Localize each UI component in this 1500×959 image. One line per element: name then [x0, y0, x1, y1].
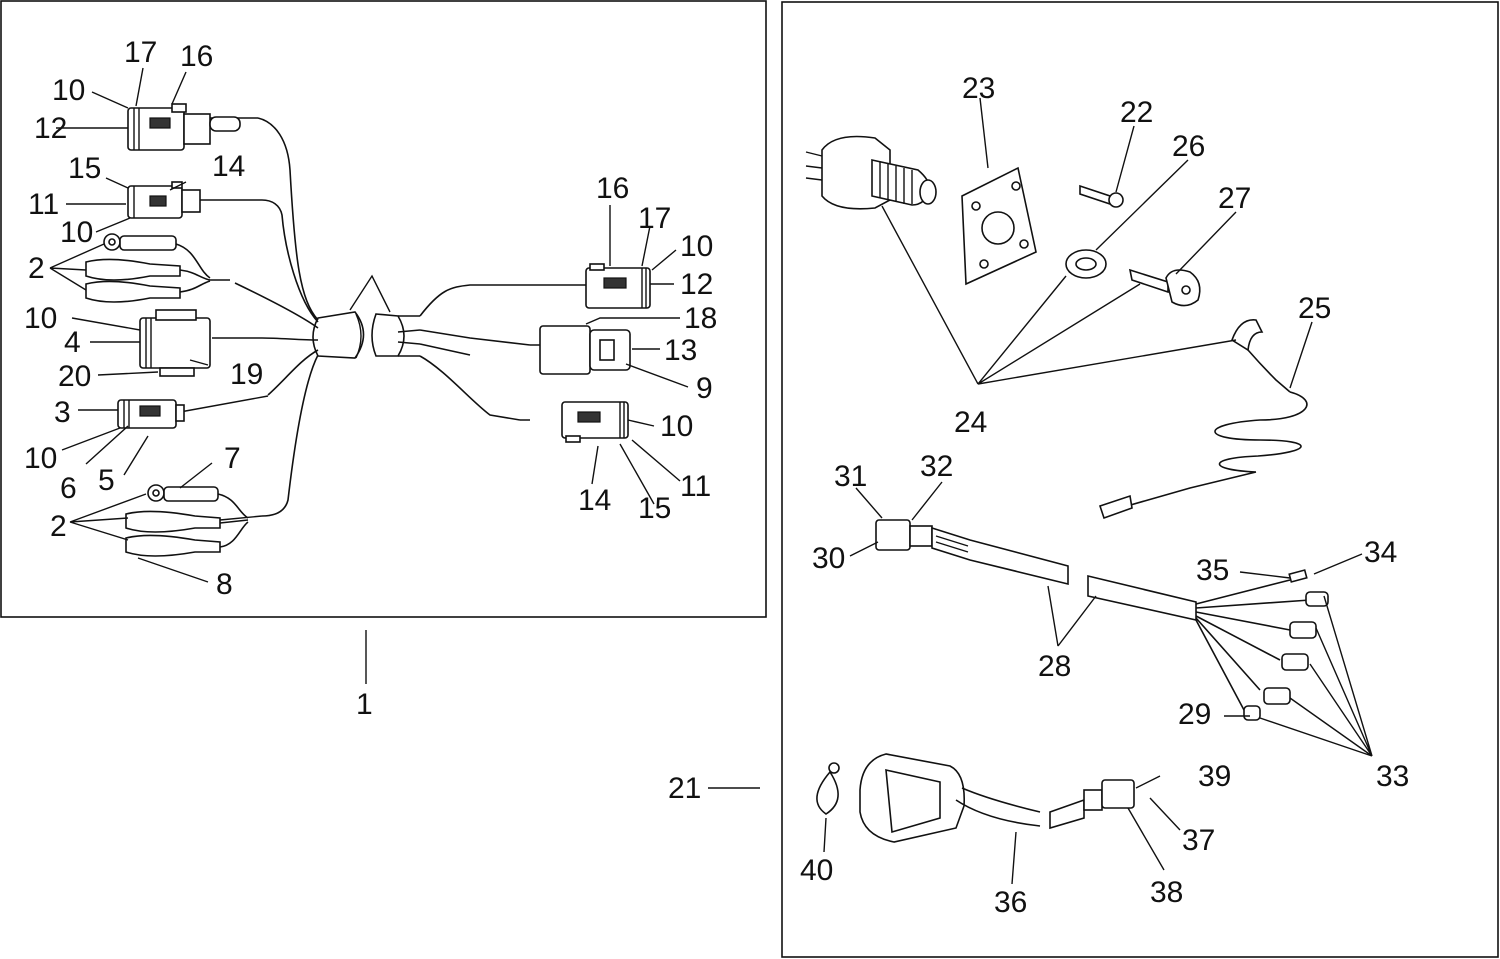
callout-24: 24	[954, 406, 987, 439]
callout-6: 6	[60, 472, 77, 505]
callout-16: 16	[596, 172, 629, 205]
callout-14: 14	[578, 484, 611, 517]
callout-38: 38	[1150, 876, 1183, 909]
terminals-2-lower	[125, 484, 249, 557]
callout-5: 5	[98, 464, 115, 497]
callout-14: 14	[212, 150, 245, 183]
controls-panel-frame	[781, 1, 1499, 958]
callout-10: 10	[680, 230, 713, 263]
key	[1128, 268, 1201, 307]
callout-34: 34	[1364, 536, 1397, 569]
callout-21: 21	[668, 772, 701, 805]
ignition-switch	[805, 135, 937, 210]
safety-lanyard	[1098, 319, 1308, 520]
callout-12: 12	[680, 268, 713, 301]
callout-15: 15	[638, 492, 671, 525]
callout-16: 16	[180, 40, 213, 73]
callout-31: 31	[834, 460, 867, 493]
connector-16-17	[127, 103, 241, 151]
callout-19: 19	[230, 358, 263, 391]
connector-13	[539, 325, 631, 375]
callout-10: 10	[60, 216, 93, 249]
callout-30: 30	[812, 542, 845, 575]
callout-37: 37	[1182, 824, 1215, 857]
nut	[1065, 249, 1107, 279]
controls-group	[708, 97, 1373, 885]
switch-module	[859, 753, 1135, 843]
callout-23: 23	[962, 72, 995, 105]
wiring-harness	[49, 67, 689, 684]
callout-15: 15	[68, 152, 101, 185]
callout-17: 17	[124, 36, 157, 69]
callout-32: 32	[920, 450, 953, 483]
screw	[1079, 184, 1124, 208]
callout-11: 11	[28, 188, 59, 221]
connector-14-15	[127, 181, 201, 219]
connector-14-15-right	[561, 401, 629, 443]
callout-7: 7	[224, 442, 241, 475]
callout-28: 28	[1038, 650, 1071, 683]
callout-9: 9	[696, 372, 713, 405]
callout-18: 18	[684, 302, 717, 335]
callout-12: 12	[34, 112, 67, 145]
callout-10: 10	[24, 302, 57, 335]
junction-sleeve	[312, 311, 365, 359]
terminals-2-upper	[85, 233, 230, 303]
callout-33: 33	[1376, 760, 1409, 793]
callout-25: 25	[1298, 292, 1331, 325]
connector-4	[139, 309, 211, 377]
callout-10: 10	[660, 410, 693, 443]
callout-13: 13	[664, 334, 697, 367]
callout-36: 36	[994, 886, 1027, 919]
callout-labels: 17 16 10 12 15 14 11 10 2 10 4 20 19 3 1…	[24, 36, 1409, 919]
callout-10: 10	[52, 74, 85, 107]
callout-10: 10	[24, 442, 57, 475]
callout-35: 35	[1196, 554, 1229, 587]
mounting-plate	[961, 166, 1037, 286]
callout-22: 22	[1120, 96, 1153, 129]
callout-4: 4	[64, 326, 81, 359]
harness-panel-frame	[0, 0, 767, 618]
callout-29: 29	[1178, 698, 1211, 731]
connector-16-17-right	[585, 263, 651, 309]
callout-3: 3	[54, 396, 71, 429]
cable-harness	[875, 519, 1329, 721]
callout-20: 20	[58, 360, 91, 393]
callout-26: 26	[1172, 130, 1205, 163]
callout-2: 2	[50, 510, 67, 543]
callout-2: 2	[28, 252, 45, 285]
callout-11: 11	[680, 470, 711, 503]
callout-1: 1	[356, 688, 373, 721]
callout-27: 27	[1218, 182, 1251, 215]
hose-clamp	[816, 762, 840, 815]
callout-40: 40	[800, 854, 833, 887]
callout-17: 17	[638, 202, 671, 235]
callout-8: 8	[216, 568, 233, 601]
junction-wrap	[371, 313, 405, 357]
connector-3	[117, 399, 185, 429]
callout-39: 39	[1198, 760, 1231, 793]
